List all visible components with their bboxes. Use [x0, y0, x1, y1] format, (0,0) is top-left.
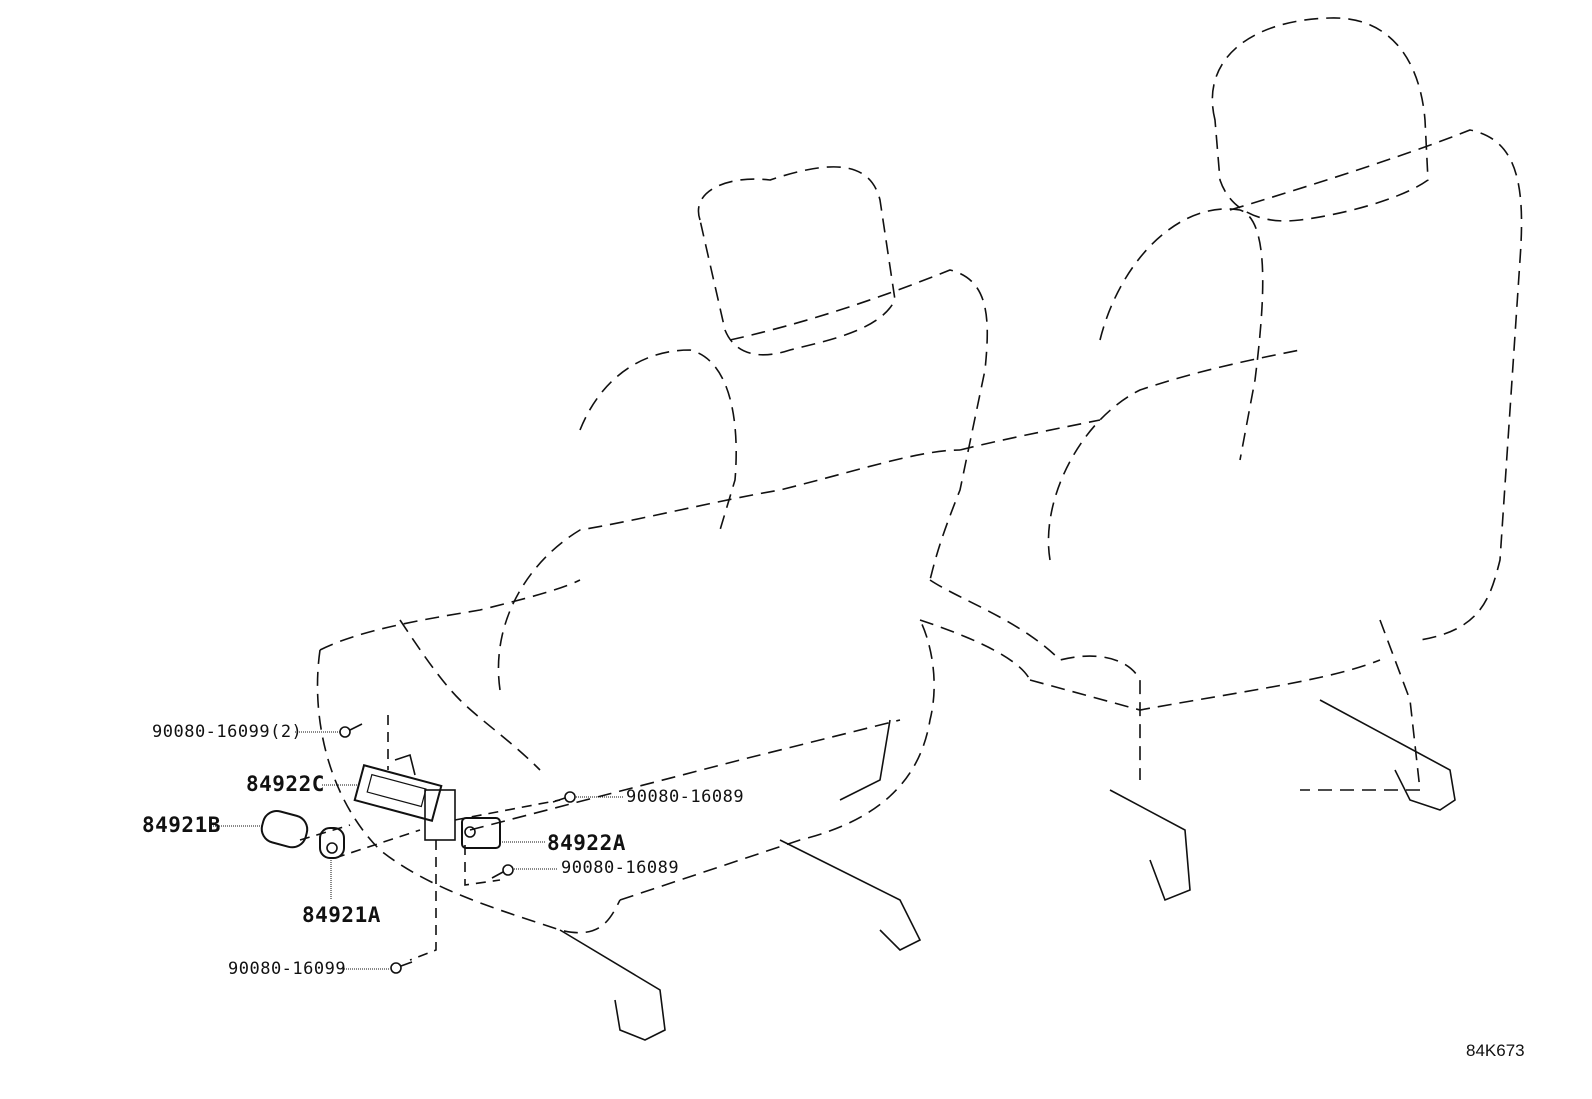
callout-84921A[interactable]: 84921A — [302, 903, 381, 927]
assembly-guides — [299, 715, 561, 961]
right-seat-outline — [929, 17, 1523, 791]
callout-90080-16089-upper[interactable]: 90080-16089 — [626, 787, 745, 807]
callout-84922C[interactable]: 84922C — [246, 772, 325, 796]
left-seat-rails — [559, 719, 922, 1041]
left-seat-outline — [316, 166, 1031, 934]
knob-84921B — [260, 809, 309, 849]
leader-lines — [213, 731, 624, 970]
callout-90080-16099[interactable]: 90080-16099 — [228, 959, 347, 979]
callout-90080-16089-lower[interactable]: 90080-16089 — [561, 858, 680, 878]
knob-84921A — [319, 827, 345, 859]
illustration-code: 84K673 — [1466, 1041, 1525, 1060]
callout-84921B[interactable]: 84921B — [142, 813, 221, 837]
right-seat-rails — [1109, 699, 1456, 902]
power-seat-switch-assembly — [353, 753, 456, 841]
callout-84922A[interactable]: 84922A — [547, 831, 626, 855]
switch-84922A — [461, 817, 501, 849]
callout-90080-16099-x2[interactable]: 90080-16099(2) — [152, 722, 303, 742]
screw-icons — [339, 723, 576, 974]
